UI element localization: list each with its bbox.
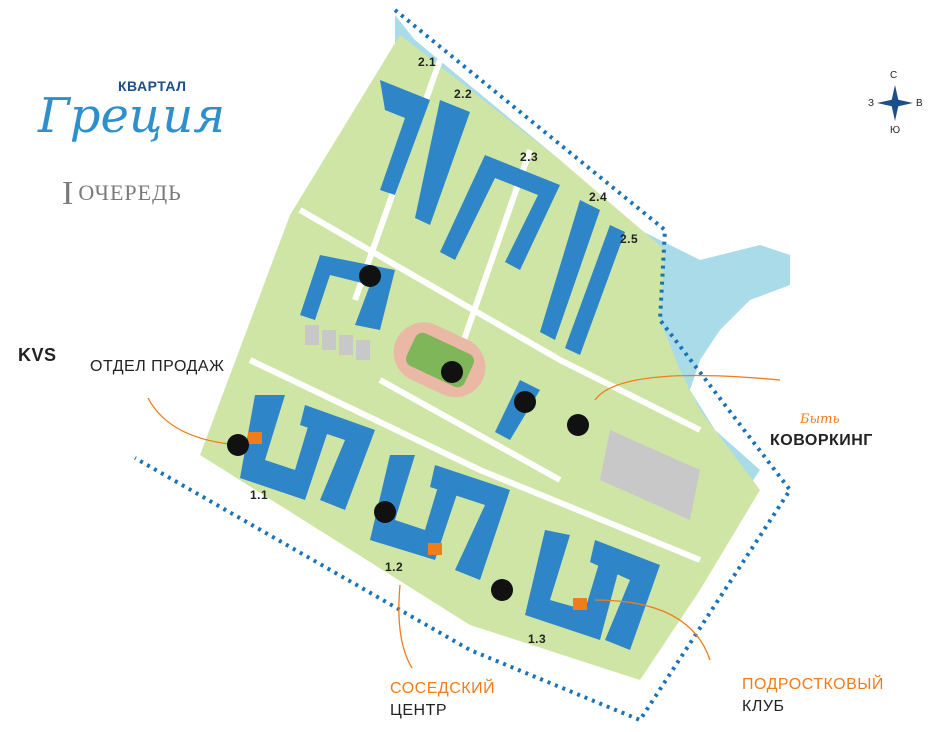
compass-north: С [890,70,898,81]
neighbor-center-line1[interactable]: СОСЕДСКИЙ [390,680,496,697]
teen-club-line1[interactable]: ПОДРОСТКОВЫЙ [742,676,884,693]
teen-club-line2: КЛУБ [742,698,785,715]
sales-office-label[interactable]: ОТДЕЛ ПРОДАЖ [90,358,225,375]
building-label: 1.1 [250,488,269,502]
building-label: 2.1 [418,55,437,69]
building-label: 1.3 [528,632,547,646]
neighbor-center-line2: ЦЕНТР [390,702,448,719]
compass-east: В [916,98,924,109]
compass-rose [877,85,913,121]
building-label: 2.4 [589,190,608,204]
coworking-label[interactable]: КОВОРКИНГ [770,432,873,449]
coworking-script: Быть [800,412,840,427]
brand-top-line: КВАРТАЛ [118,78,187,94]
compass-south: Ю [890,125,901,136]
building-label: 2.2 [454,87,473,101]
compass-west: З [868,98,875,109]
building-label: 2.5 [620,232,639,246]
orange-units [248,432,587,610]
building-label: 1.2 [385,560,404,574]
brand-name: Греция [38,88,226,144]
connectors [147,374,781,669]
buildings-phase1 [240,395,660,650]
map-pins[interactable] [227,265,589,601]
parking [305,325,700,520]
building-label: 2.3 [520,150,539,164]
sales-logo: KVS [18,345,57,365]
